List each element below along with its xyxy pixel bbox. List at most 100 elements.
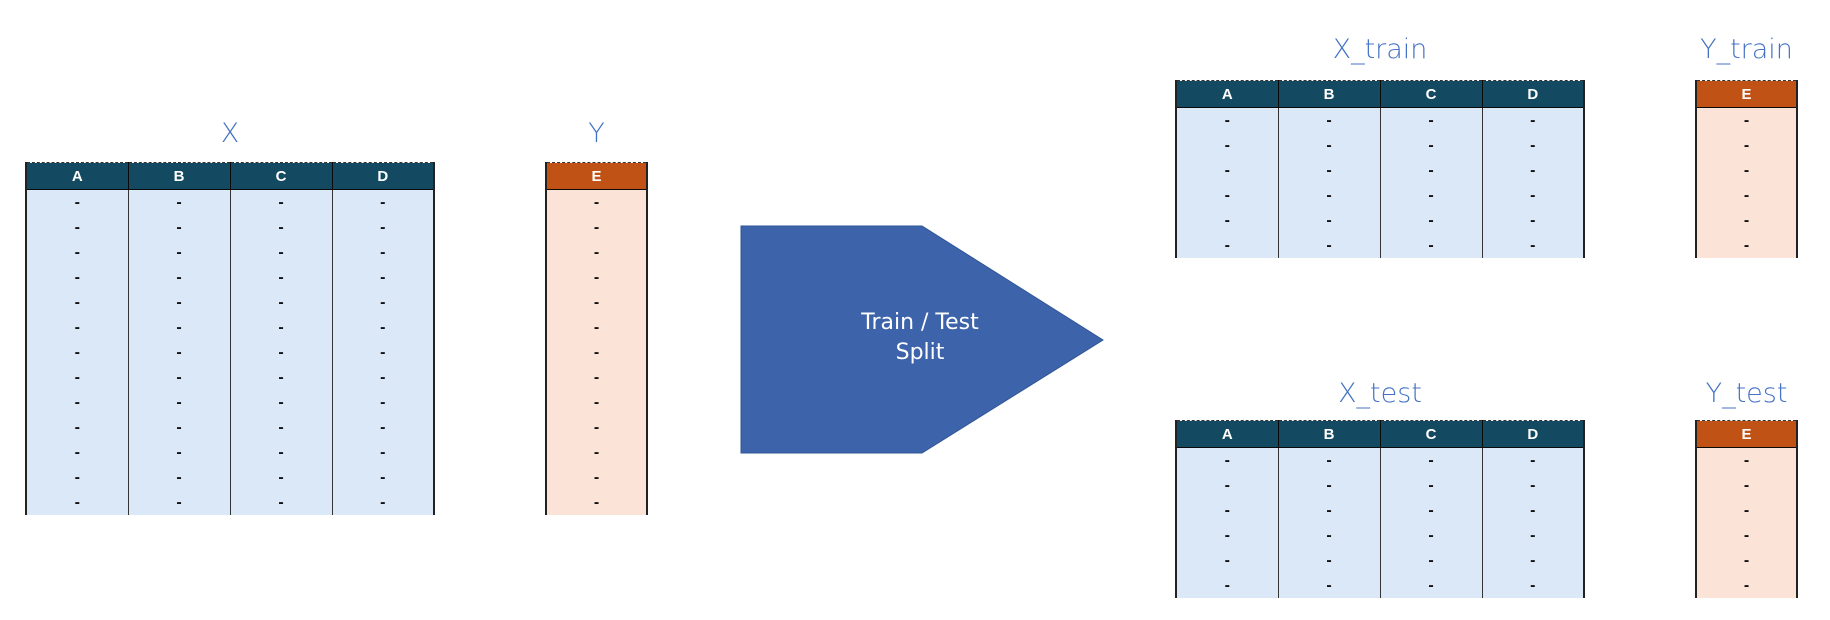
table-cell: -: [1175, 107, 1279, 133]
table-cell: -: [1175, 183, 1279, 208]
table-row: ----: [25, 315, 435, 340]
table-cell: -: [1379, 447, 1483, 473]
table-cell: -: [229, 215, 333, 240]
table-cell: -: [1277, 473, 1381, 498]
table-cell: -: [1277, 208, 1381, 233]
table-cell: -: [229, 390, 333, 415]
table-cell: -: [1175, 498, 1279, 523]
table-cell: -: [25, 189, 129, 215]
table-row: ----: [1175, 233, 1585, 258]
table-cell: -: [1175, 158, 1279, 183]
table-row: ----: [1175, 133, 1585, 158]
table-row: -: [545, 390, 648, 415]
table-cell: -: [1277, 233, 1381, 258]
table-row: ----: [1175, 473, 1585, 498]
table-cell: -: [25, 240, 129, 265]
column-header: A: [1175, 80, 1279, 108]
column-header: C: [1379, 420, 1483, 448]
table-row: -: [1695, 208, 1798, 233]
table-cell: -: [545, 390, 648, 415]
table-row: -: [545, 265, 648, 290]
table-cell: -: [25, 440, 129, 465]
table-cell: -: [1481, 573, 1585, 598]
table-cell: -: [1277, 183, 1381, 208]
table-row: -: [1695, 107, 1798, 133]
x-test-table-title: X_test: [1338, 378, 1422, 409]
table-cell: -: [1379, 473, 1483, 498]
table-row: -: [1695, 233, 1798, 258]
table-cell: -: [127, 415, 231, 440]
column-header: A: [1175, 420, 1279, 448]
table-cell: -: [25, 365, 129, 390]
table-cell: -: [1379, 573, 1483, 598]
table-cell: -: [331, 365, 435, 390]
table-cell: -: [331, 340, 435, 365]
table-cell: -: [1379, 158, 1483, 183]
table-row: ----: [25, 390, 435, 415]
table-cell: -: [331, 465, 435, 490]
table-row: -: [545, 215, 648, 240]
table-cell: -: [1695, 473, 1798, 498]
table-row: ----: [25, 240, 435, 265]
x-table-title: X: [220, 118, 240, 149]
table-row: ----: [1175, 158, 1585, 183]
table-cell: -: [1277, 133, 1381, 158]
table-cell: -: [331, 390, 435, 415]
table-cell: -: [1481, 233, 1585, 258]
split-arrow-label-line2: Split: [895, 340, 945, 365]
table-cell: -: [331, 189, 435, 215]
table-cell: -: [229, 365, 333, 390]
table-cell: -: [229, 265, 333, 290]
table-cell: -: [331, 290, 435, 315]
table-cell: -: [1695, 107, 1798, 133]
column-header: D: [331, 162, 435, 190]
table-cell: -: [1379, 498, 1483, 523]
table-cell: -: [25, 215, 129, 240]
table-cell: -: [1481, 107, 1585, 133]
table-row: ----: [25, 365, 435, 390]
table-cell: -: [25, 315, 129, 340]
y-test-table: E------: [1695, 420, 1798, 598]
table-cell: -: [1277, 523, 1381, 548]
table-cell: -: [1277, 548, 1381, 573]
column-header: B: [1277, 80, 1381, 108]
table-cell: -: [545, 490, 648, 515]
table-row: ----: [1175, 498, 1585, 523]
table-cell: -: [127, 340, 231, 365]
table-cell: -: [1481, 523, 1585, 548]
table-cell: -: [229, 465, 333, 490]
table-cell: -: [25, 340, 129, 365]
table-row: -: [545, 340, 648, 365]
table-cell: -: [1175, 447, 1279, 473]
table-cell: -: [229, 440, 333, 465]
y-table-title: Y: [588, 118, 605, 149]
table-cell: -: [229, 340, 333, 365]
table-cell: -: [1379, 107, 1483, 133]
table-row: ----: [25, 415, 435, 440]
table-row: ----: [25, 265, 435, 290]
table-cell: -: [1695, 208, 1798, 233]
table-cell: -: [331, 240, 435, 265]
header-row: E: [545, 162, 648, 190]
table-cell: -: [1277, 498, 1381, 523]
table-cell: -: [1175, 208, 1279, 233]
table-cell: -: [1379, 548, 1483, 573]
column-header: C: [229, 162, 333, 190]
table-row: ----: [25, 189, 435, 215]
table-row: ----: [25, 340, 435, 365]
table-cell: -: [1481, 208, 1585, 233]
table-cell: -: [229, 490, 333, 515]
table-row: -: [1695, 498, 1798, 523]
column-header: E: [1695, 420, 1798, 448]
x-train-table-title: X_train: [1332, 34, 1428, 65]
table-row: -: [1695, 523, 1798, 548]
table-cell: -: [1175, 548, 1279, 573]
table-row: ----: [25, 490, 435, 515]
table-row: ----: [25, 465, 435, 490]
table-cell: -: [1481, 133, 1585, 158]
y-train-table: E------: [1695, 80, 1798, 258]
table-row: -: [545, 240, 648, 265]
